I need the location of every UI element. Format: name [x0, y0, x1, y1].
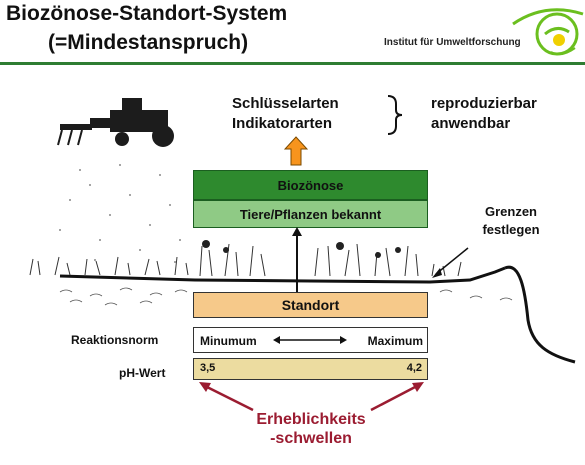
tiere-pflanzen-label: Tiere/Pflanzen bekannt	[239, 206, 382, 222]
ph-low-value: 3,5	[200, 362, 216, 374]
page-title: Biozönose-Standort-System	[6, 2, 288, 25]
reaktionsnorm-box: Minumum Maximum	[193, 327, 428, 353]
grenzen-line2: festlegen	[482, 222, 540, 237]
biozonose-label: Biozönose	[277, 177, 344, 193]
schwellen-line2: -schwellen	[270, 430, 352, 447]
ph-high-value: 4,2	[406, 362, 422, 374]
header-divider	[0, 62, 585, 65]
double-arrow-icon	[292, 227, 302, 301]
maximum-label: Maximum	[367, 334, 423, 348]
minimum-label: Minumum	[200, 334, 257, 348]
grenzen-festlegen-label: Grenzen festlegen	[474, 203, 548, 239]
erheblichkeitsschwellen-label: Erheblichkeits -schwellen	[236, 410, 386, 448]
ph-wert-label: pH-Wert	[119, 366, 166, 380]
standort-box: Standort	[193, 292, 428, 318]
label-reproduzierbar: reproduzierbar	[431, 95, 537, 112]
brace-icon	[387, 95, 403, 135]
schwellen-line1: Erheblichkeits	[256, 411, 366, 428]
biozonose-box: Biozönose	[193, 170, 428, 200]
page-subtitle: (=Mindestanspruch)	[48, 31, 249, 54]
grenzen-line1: Grenzen	[484, 204, 537, 219]
label-schluesselarten: Schlüsselarten	[232, 95, 339, 112]
reaktionsnorm-label: Reaktionsnorm	[71, 333, 159, 347]
tractor-icon	[57, 98, 174, 147]
threshold-arrows	[199, 382, 424, 412]
tiere-pflanzen-box: Tiere/Pflanzen bekannt	[193, 200, 428, 228]
ph-range-box: 3,5 4,2	[193, 358, 428, 380]
label-anwendbar: anwendbar	[431, 115, 511, 132]
standort-label: Standort	[281, 297, 340, 313]
label-indikatorarten: Indikatorarten	[232, 115, 333, 132]
institute-logo	[512, 8, 584, 56]
institute-name: Institut für Umweltforschung	[384, 37, 521, 48]
range-arrow-icon	[273, 336, 347, 344]
up-arrow-icon	[284, 136, 308, 166]
